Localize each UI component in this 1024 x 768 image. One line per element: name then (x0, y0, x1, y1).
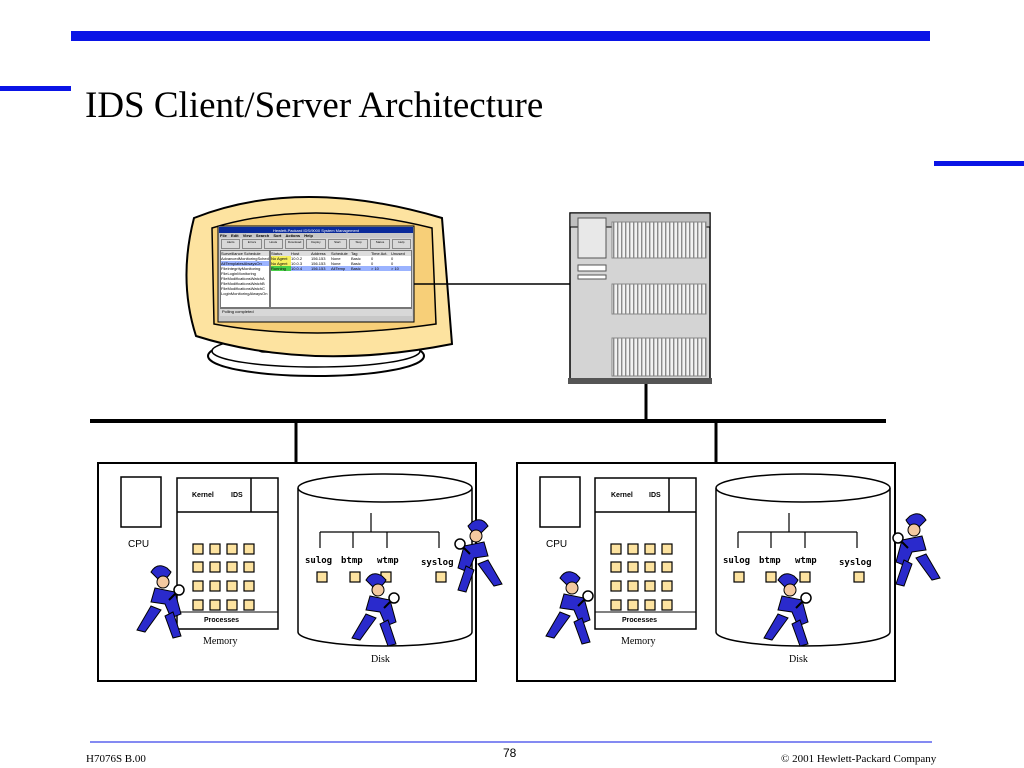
top-accent-bar (71, 31, 930, 41)
table-cell: AllTemp (331, 266, 346, 271)
right-accent-line (934, 161, 1024, 166)
column-header[interactable]: Schedule (331, 251, 348, 256)
footer-copyright: © 2001 Hewlett-Packard Company (781, 753, 937, 765)
column-header[interactable]: Host (291, 251, 300, 256)
screen-body: Surveillance Schedule AdvancedMonitoring… (220, 250, 412, 308)
menu-item[interactable]: File (220, 233, 227, 238)
node-2-disk-label: Disk (789, 654, 808, 665)
column-header[interactable]: Status (271, 251, 283, 256)
table-cell: 156.153 (311, 256, 326, 261)
node-1-cpu-label: CPU (128, 539, 150, 550)
node-1-memory-label: Memory (203, 636, 238, 647)
schedule-item[interactable]: FileIntegrityMonitoring (221, 266, 261, 271)
menu-item[interactable]: Actions (285, 233, 301, 238)
schedule-item[interactable]: FileModificationsWatchB (221, 281, 265, 286)
table-cell: 10.0.3 (291, 261, 303, 266)
table-cell: 0 (391, 261, 394, 266)
table-cell: 10.0.4 (291, 266, 303, 271)
table-cell: Basic (351, 261, 361, 266)
table-cell: Basic (351, 266, 361, 271)
table-cell: No Agent (271, 261, 291, 266)
node-2-log-wtmp: wtmp (795, 556, 817, 566)
table-cell: > 10 (391, 266, 399, 271)
node-1-log-sulog: sulog (305, 556, 333, 566)
schedule-item[interactable]: AllTemplatesAlwaysOn (221, 261, 269, 266)
schedule-item[interactable]: FileModificationsWatchA (221, 276, 265, 281)
menu-item[interactable]: Sort (273, 233, 282, 238)
footer-page-number: 78 (503, 746, 517, 760)
table-cell: 0 (371, 256, 374, 261)
node-1-processes-label: Processes (204, 617, 240, 624)
screen-window-title: Hewlett-Packard IDS/9000 System Manageme… (272, 228, 360, 233)
node-1-log-btmp: btmp (341, 556, 363, 566)
menu-item[interactable]: Edit (231, 233, 239, 238)
node-1-ids-label: IDS (231, 492, 243, 499)
menu-item[interactable]: View (242, 233, 252, 238)
schedule-item[interactable]: LoginMonitoringAlwaysOn (221, 291, 268, 296)
node-2-ids-label: IDS (649, 492, 661, 499)
table-cell: > 10 (371, 266, 379, 271)
toolbar-button[interactable]: Alerts (221, 239, 241, 249)
monitor-screen: Hewlett-Packard IDS/9000 System Manageme… (220, 228, 412, 320)
column-header[interactable]: Address (311, 251, 326, 256)
toolbar-button[interactable]: Hosts (263, 239, 283, 249)
toolbar-button[interactable]: Status (370, 239, 390, 249)
node-1-log-wtmp: wtmp (377, 556, 399, 566)
left-accent-line (0, 86, 71, 91)
menu-item[interactable]: Search (255, 233, 270, 238)
toolbar-button[interactable]: Errors (242, 239, 262, 249)
node-2-cpu-label: CPU (546, 539, 568, 550)
table-row[interactable]: No Agent 10.0.2 156.153 None Basic 0 0 (271, 256, 411, 261)
schedule-item[interactable]: AdvancedMonitoringSched (221, 256, 269, 261)
node-1-graphics (120, 473, 503, 647)
node-2-log-sulog: sulog (723, 556, 751, 566)
page-title: IDS Client/Server Architecture (85, 85, 544, 126)
schedule-list-header: Surveillance Schedule (221, 251, 269, 256)
footer-course-code: H7076S B.00 (86, 753, 146, 765)
column-header[interactable]: Unused (391, 251, 405, 256)
table-cell: None (331, 256, 341, 261)
column-header[interactable]: Tag (351, 251, 358, 256)
table-cell: 10.0.2 (291, 256, 303, 261)
table-row[interactable]: No Agent 10.0.3 156.153 None Basic 0 0 (271, 261, 411, 266)
toolbar-button[interactable]: Help (391, 239, 411, 249)
table-cell: 156.153 (311, 266, 326, 271)
table-row[interactable]: Running 10.0.4 156.153 AllTemp Basic > 1… (271, 266, 411, 271)
screen-toolbar: Alerts Errors Hosts Download Deploy Star… (220, 238, 412, 250)
node-2-processes-label: Processes (622, 617, 658, 624)
node-1-disk-label: Disk (371, 654, 390, 665)
toolbar-button[interactable]: Download (284, 239, 305, 249)
host-table: Status Host Address Schedule Tag Time Ac… (270, 250, 412, 308)
node-2-log-syslog: syslog (839, 558, 872, 568)
schedule-list: Surveillance Schedule AdvancedMonitoring… (220, 250, 270, 308)
node-1-log-syslog: syslog (421, 558, 454, 568)
table-cell: None (331, 261, 341, 266)
schedule-item[interactable]: FileLoginMonitoring (221, 271, 256, 276)
screen-menu-bar: File Edit View Search Sort Actions Help (220, 233, 412, 238)
column-header[interactable]: Time Act. (371, 251, 388, 256)
node-1-kernel-label: Kernel (192, 492, 214, 499)
node-2-graphics (539, 473, 941, 647)
schedule-item[interactable]: FileModificationsWatchC (221, 286, 265, 291)
node-2-kernel-label: Kernel (611, 492, 633, 499)
toolbar-button[interactable]: Start (327, 239, 347, 249)
server-tower (568, 212, 712, 384)
toolbar-button[interactable]: Deploy (306, 239, 326, 249)
table-cell: Basic (351, 256, 361, 261)
table-cell: 0 (371, 261, 374, 266)
host-table-header: Status Host Address Schedule Tag Time Ac… (271, 251, 411, 256)
table-cell: No Agent (271, 256, 291, 261)
table-cell: 0 (391, 256, 394, 261)
toolbar-button[interactable]: Stop (348, 239, 369, 249)
screen-status-bar: Polling completed (220, 308, 412, 316)
table-cell: Running (271, 266, 291, 271)
node-2-log-btmp: btmp (759, 556, 781, 566)
table-cell: 156.153 (311, 261, 326, 266)
menu-item[interactable]: Help (304, 233, 313, 238)
node-2-memory-label: Memory (621, 636, 656, 647)
